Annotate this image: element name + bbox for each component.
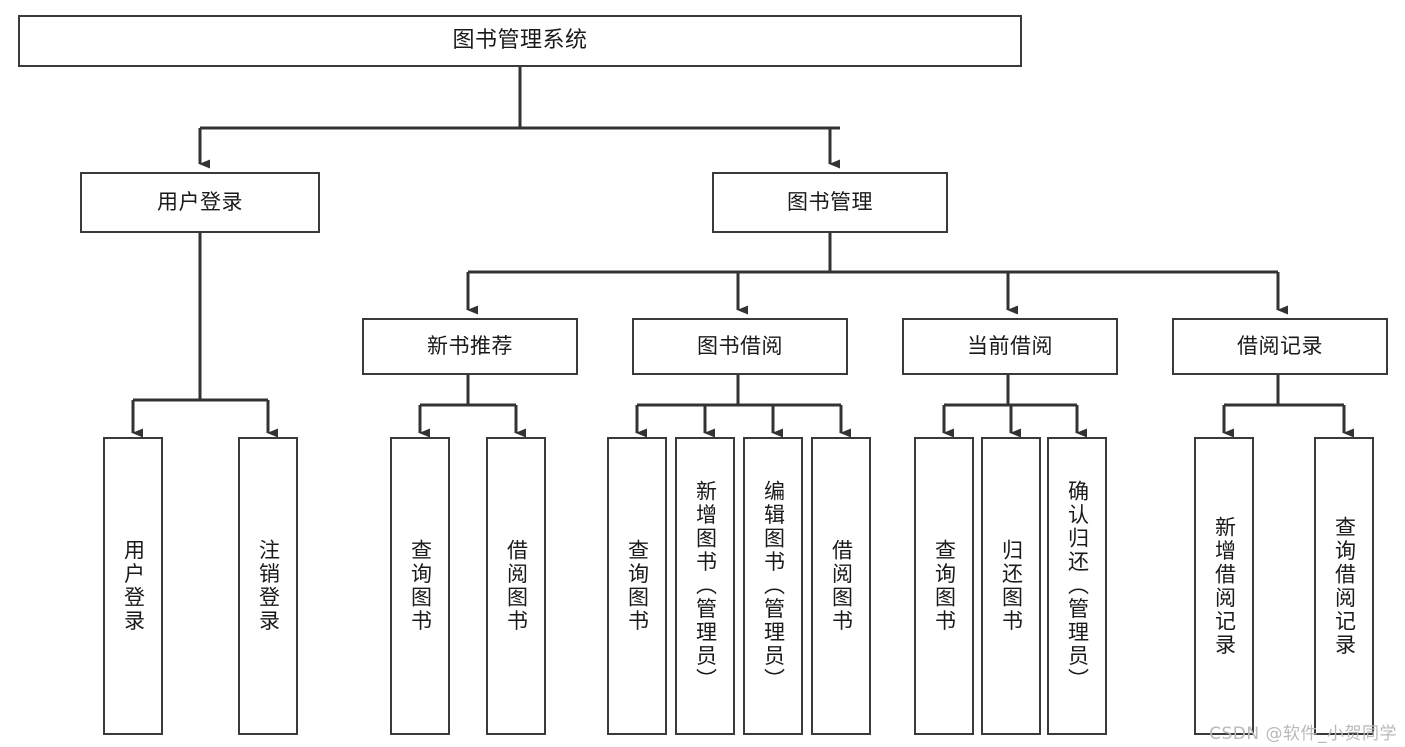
node-leaf-query-book-current[interactable]: 查询图书 xyxy=(914,437,974,735)
node-label: 注销登录 xyxy=(256,539,281,633)
node-label: 借阅图书 xyxy=(504,539,529,633)
node-leaf-borrow-book-recommendation[interactable]: 借阅图书 xyxy=(486,437,546,735)
watermark-text: CSDN @软件_小贺同学 xyxy=(1209,724,1397,744)
node-label: 查询借阅记录 xyxy=(1332,515,1357,657)
node-label: 查询图书 xyxy=(932,539,957,633)
node-label: 借阅记录 xyxy=(1237,334,1323,359)
node-leaf-add-book-admin[interactable]: 新增图书（管理员） xyxy=(675,437,735,735)
node-book-borrowing[interactable]: 图书借阅 xyxy=(632,318,848,375)
node-label: 图书管理 xyxy=(787,190,873,215)
node-label: 图书管理系统 xyxy=(452,28,588,54)
node-leaf-logout[interactable]: 注销登录 xyxy=(238,437,298,735)
node-leaf-confirm-return-admin[interactable]: 确认归还（管理员） xyxy=(1047,437,1107,735)
node-label: 确认归还（管理员） xyxy=(1065,480,1090,692)
node-label: 当前借阅 xyxy=(967,334,1053,359)
node-leaf-query-book-borrowing[interactable]: 查询图书 xyxy=(607,437,667,735)
node-leaf-query-borrowing-record[interactable]: 查询借阅记录 xyxy=(1314,437,1374,735)
node-label: 借阅图书 xyxy=(829,539,854,633)
node-label: 查询图书 xyxy=(625,539,650,633)
node-leaf-add-borrowing-record[interactable]: 新增借阅记录 xyxy=(1194,437,1254,735)
node-label: 编辑图书（管理员） xyxy=(761,480,786,692)
node-leaf-edit-book-admin[interactable]: 编辑图书（管理员） xyxy=(743,437,803,735)
node-leaf-borrow-book-borrowing[interactable]: 借阅图书 xyxy=(811,437,871,735)
node-user-login[interactable]: 用户登录 xyxy=(80,172,320,233)
node-label: 图书借阅 xyxy=(697,334,783,359)
node-label: 新书推荐 xyxy=(427,334,513,359)
node-borrowing-record[interactable]: 借阅记录 xyxy=(1172,318,1388,375)
node-book-management[interactable]: 图书管理 xyxy=(712,172,948,233)
node-leaf-return-book[interactable]: 归还图书 xyxy=(981,437,1041,735)
node-label: 用户登录 xyxy=(121,539,146,633)
node-root-book-management-system[interactable]: 图书管理系统 xyxy=(18,15,1022,67)
node-label: 用户登录 xyxy=(157,190,243,215)
node-label: 归还图书 xyxy=(999,539,1024,633)
node-leaf-user-login[interactable]: 用户登录 xyxy=(103,437,163,735)
node-new-book-recommendation[interactable]: 新书推荐 xyxy=(362,318,578,375)
node-label: 新增借阅记录 xyxy=(1212,515,1237,657)
node-current-borrowing[interactable]: 当前借阅 xyxy=(902,318,1118,375)
node-label: 新增图书（管理员） xyxy=(693,480,718,692)
node-leaf-query-book-recommendation[interactable]: 查询图书 xyxy=(390,437,450,735)
node-label: 查询图书 xyxy=(408,539,433,633)
